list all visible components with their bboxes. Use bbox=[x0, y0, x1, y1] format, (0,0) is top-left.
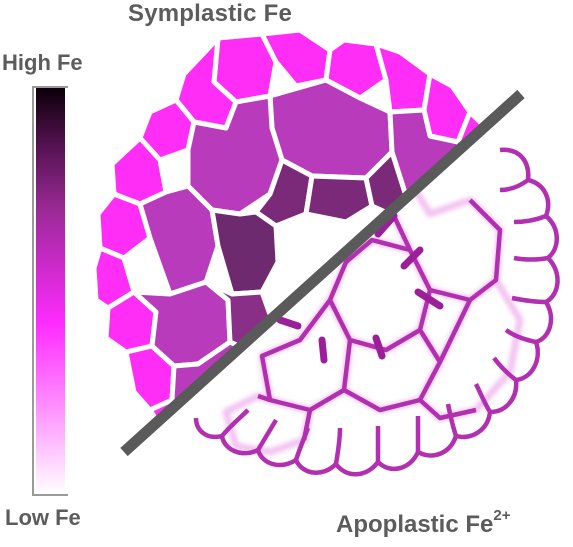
sym-cortex-cell bbox=[185, 93, 285, 217]
sym-cortex-cell bbox=[137, 183, 221, 297]
apo-cortex-wall bbox=[327, 237, 433, 353]
apo-endodermal-wall bbox=[400, 246, 424, 270]
apo-endodermal-wall bbox=[414, 288, 444, 310]
apoplastic-half bbox=[193, 147, 560, 477]
apoplastic-endodermis-walls bbox=[276, 212, 444, 364]
fe-color-scale-bar bbox=[32, 86, 68, 496]
sym-endodermal-cell bbox=[303, 173, 375, 225]
apo-endodermal-wall bbox=[374, 212, 398, 238]
apoplastic-fe-label-text: Apoplastic Fe bbox=[336, 511, 494, 538]
apo-cortex-wall bbox=[257, 299, 477, 441]
diagonal-divider-line bbox=[120, 89, 525, 457]
apoplastic-fe-label: Apoplastic Fe2+ bbox=[336, 507, 511, 539]
apo-endodermal-wall bbox=[372, 334, 386, 360]
sym-endodermal-cell bbox=[209, 207, 281, 297]
apo-endodermal-wall bbox=[276, 316, 302, 330]
apo-endodermal-wall bbox=[318, 336, 328, 364]
apoplastic-fe-label-superscript: 2+ bbox=[493, 507, 511, 524]
legend-low-label: Low Fe bbox=[5, 505, 81, 530]
apo-epidermal-wall bbox=[220, 178, 549, 465]
apoplastic-cell-walls bbox=[193, 147, 560, 477]
apo-epidermal-wall bbox=[193, 147, 560, 477]
symplastic-cortex-cells bbox=[131, 77, 483, 415]
symplastic-half bbox=[91, 27, 503, 452]
legend-high-label: High Fe bbox=[2, 50, 83, 75]
sym-epidermal-cell bbox=[373, 41, 433, 115]
symplastic-fe-title: Symplastic Fe bbox=[128, 0, 293, 27]
fe-color-scale-gradient bbox=[36, 88, 65, 494]
